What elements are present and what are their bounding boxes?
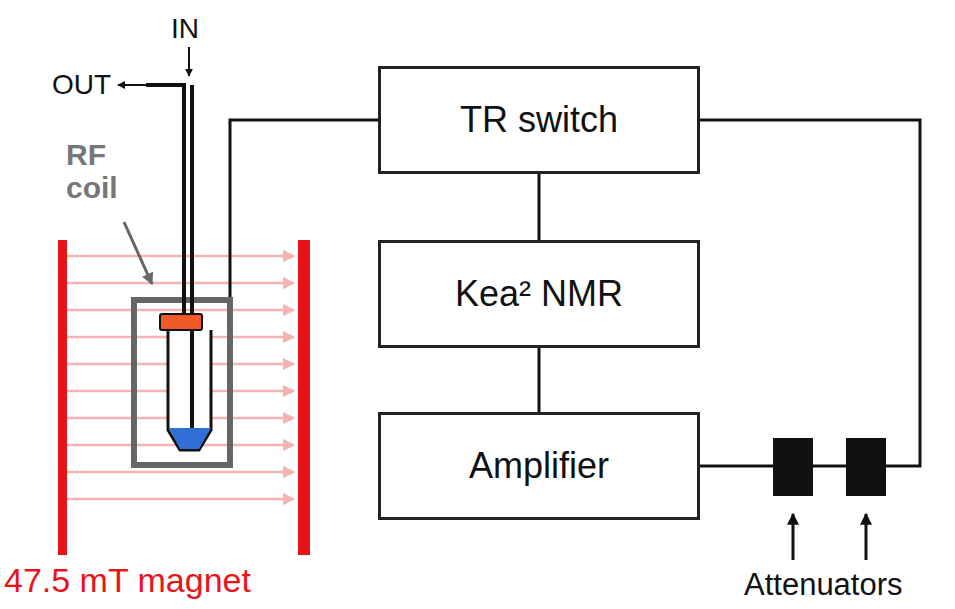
rf-coil xyxy=(134,300,230,465)
process-box: Amplifier xyxy=(378,412,700,520)
in-arrow xyxy=(188,47,190,76)
attenuator xyxy=(846,438,886,496)
leader-line xyxy=(865,514,868,560)
leader-line xyxy=(124,222,152,284)
signal-wire xyxy=(538,348,541,412)
attenuator xyxy=(773,438,813,496)
part-name: 47.5 mT magnet xyxy=(4,562,251,599)
field-line xyxy=(67,498,294,501)
magnetic-field-lines xyxy=(67,256,294,499)
signal-wire xyxy=(538,174,541,240)
sample xyxy=(169,428,211,449)
port-label: IN xyxy=(171,14,199,45)
field-line xyxy=(67,282,294,285)
sample-tube xyxy=(168,330,211,450)
port-label: OUT xyxy=(52,70,111,101)
tube-cap xyxy=(160,314,202,330)
in-tube xyxy=(190,85,194,440)
field-line xyxy=(67,471,294,474)
field-line xyxy=(67,255,294,258)
out-arrow xyxy=(118,84,146,86)
box-label: Amplifier xyxy=(469,445,609,487)
in-tube xyxy=(190,330,194,432)
magnet-pole xyxy=(58,240,67,555)
part-name: Attenuators xyxy=(744,568,903,602)
field-line xyxy=(67,309,294,312)
process-box: TR switch xyxy=(378,66,700,174)
coil-wire xyxy=(230,120,378,300)
box-label: TR switch xyxy=(460,99,618,141)
leader-line xyxy=(792,514,795,560)
process-box: Kea² NMR xyxy=(378,240,700,348)
box-label: Kea² NMR xyxy=(455,273,623,315)
signal-wire xyxy=(700,120,920,466)
part-name: RF coil xyxy=(66,138,156,204)
magnet-pole xyxy=(298,240,310,555)
